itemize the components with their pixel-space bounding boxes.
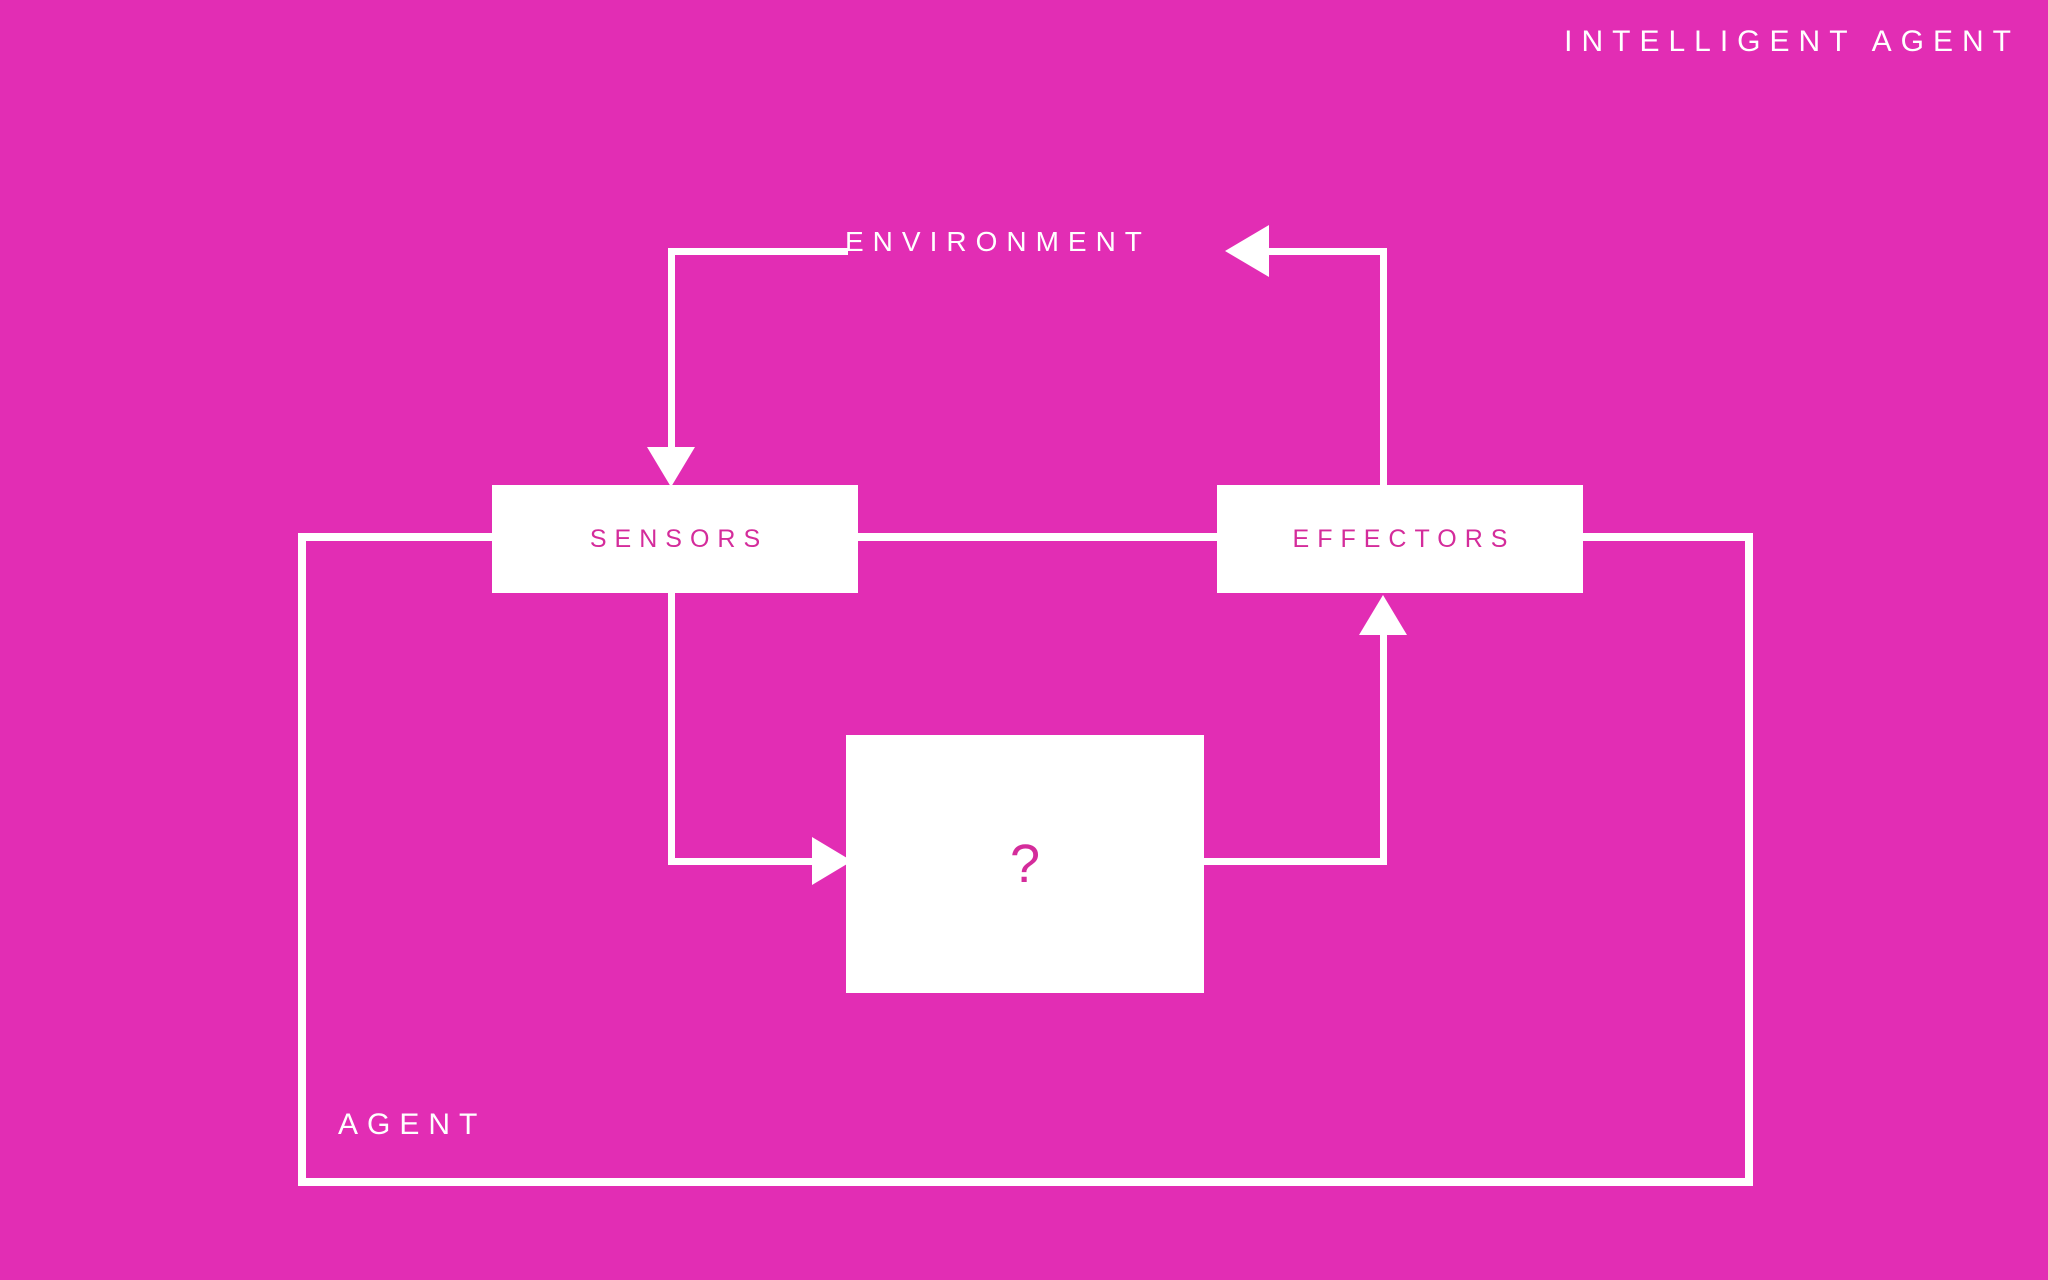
sensors-node[interactable]: SENSORS	[492, 485, 858, 593]
brain-to-effectors-horizontal	[1204, 858, 1387, 865]
agent-program-node[interactable]: ?	[846, 735, 1204, 993]
agent-label: AGENT	[338, 1108, 487, 1141]
effectors-label: EFFECTORS	[1292, 524, 1516, 553]
sensors-to-brain-vertical	[668, 593, 675, 865]
arrow-down-into-sensors-icon	[647, 447, 695, 487]
environment-edge-left-vertical	[668, 248, 675, 448]
environment-label: ENVIRONMENT	[845, 226, 1151, 257]
arrow-up-into-effectors-icon	[1359, 595, 1407, 635]
environment-edge-right-horizontal	[1266, 248, 1387, 255]
page-title: INTELLIGENT AGENT	[1564, 25, 2020, 58]
environment-edge-right-vertical	[1380, 248, 1387, 488]
brain-to-effectors-vertical	[1380, 635, 1387, 865]
sensors-label: SENSORS	[589, 524, 769, 553]
question-mark-label: ?	[1009, 834, 1041, 894]
arrow-left-into-environment-icon	[1225, 225, 1269, 277]
sensors-to-brain-horizontal	[668, 858, 818, 865]
sensors-effectors-rail	[858, 533, 1218, 541]
environment-edge-left-horizontal	[668, 248, 848, 255]
arrow-right-into-brain-icon	[812, 837, 852, 885]
effectors-node[interactable]: EFFECTORS	[1217, 485, 1583, 593]
